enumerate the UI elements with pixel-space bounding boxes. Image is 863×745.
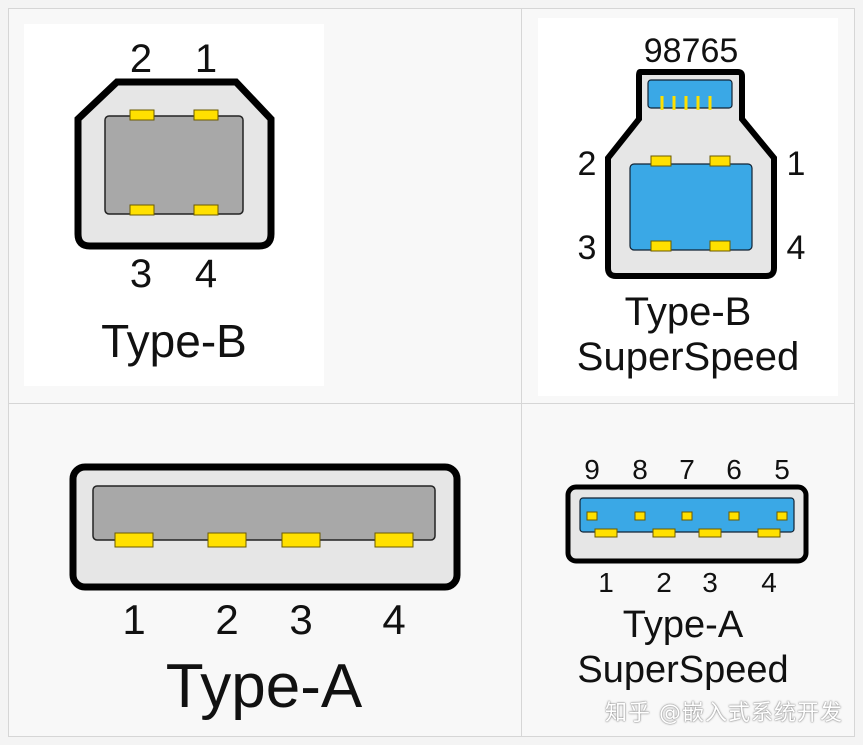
type-a-superspeed-panel: 9 8 7 6 5 1 2 3 4 Type-A SuperSpeed: [522, 404, 854, 736]
type-a-pin-label: 4: [382, 596, 405, 643]
pin-2-contact: [650, 155, 672, 167]
type-b-pin-label: 2: [130, 37, 152, 81]
type-a-panel: 1 2 3 4 Type-A: [9, 404, 521, 736]
type-a-ss-usb2-contacts: [594, 528, 781, 538]
type-b-ss-pin-label: 3: [578, 229, 597, 267]
pin-4-contact: [709, 240, 731, 252]
type-a-ss-superspeed-contacts: [586, 511, 788, 521]
type-b-ss-pin-label: 1: [787, 145, 806, 183]
pin-2-contact: [129, 109, 155, 121]
type-a-ss-pin-label: 8: [632, 454, 648, 485]
pin-1-contact: [193, 109, 219, 121]
watermark: 知乎 @嵌入式系统开发: [605, 701, 843, 726]
type-b-pin-label: 4: [195, 252, 217, 296]
type-a-ss-title-line1: Type-A: [623, 604, 744, 646]
type-a-pin-label: 3: [289, 596, 312, 643]
type-a-ss-title-line2: SuperSpeed: [577, 649, 788, 691]
type-a-ss-pin-label: 6: [726, 454, 742, 485]
type-a-title: Type-A: [166, 652, 363, 721]
type-b-ss-lower-insert: [629, 163, 753, 251]
type-a-pin-label: 1: [122, 596, 145, 643]
type-a-ss-pin-label: 5: [774, 454, 790, 485]
type-b-superspeed-panel: 98765 2 3 1 4 Type-B SuperSpeed: [538, 18, 838, 396]
pin-3-contact: [129, 204, 155, 216]
type-a-ss-pin-label: 9: [584, 454, 600, 485]
pin-3-contact: [650, 240, 672, 252]
pin-3-contact: [281, 532, 321, 548]
type-b-ss-pin-label: 2: [578, 145, 597, 183]
type-b-ss-title-line2: SuperSpeed: [577, 335, 799, 379]
type-a-diagram: 1 2 3 4 Type-A: [69, 463, 461, 721]
type-b-pin-label: 1: [195, 37, 217, 81]
type-b-panel: 2 1 3 4 Type-B: [24, 24, 324, 386]
type-b-ss-pin-label: 4: [787, 229, 806, 267]
pin-4-contact: [193, 204, 219, 216]
type-a-ss-pin-label: 4: [761, 567, 777, 598]
type-b-pin-label: 3: [130, 252, 152, 296]
type-b-title: Type-B: [101, 315, 247, 367]
type-a-pin-label: 2: [215, 596, 238, 643]
type-b-superspeed-diagram: 98765 2 3 1 4 Type-B SuperSpeed: [577, 32, 806, 379]
type-b-ss-top-pin-labels: 98765: [644, 32, 739, 70]
pin-2-contact: [207, 532, 247, 548]
type-a-ss-pin-label: 3: [702, 567, 718, 598]
pin-1-contact: [114, 532, 154, 548]
type-b-ss-upper-pins: [660, 96, 712, 110]
pin-1-contact: [709, 155, 731, 167]
type-b-insert: [104, 115, 244, 215]
type-b-ss-title-line1: Type-B: [625, 290, 752, 334]
type-a-ss-pin-label: 7: [679, 454, 695, 485]
pin-4-contact: [374, 532, 414, 548]
type-a-insert: [92, 485, 436, 541]
type-a-ss-pin-label: 1: [598, 567, 614, 598]
type-a-ss-pin-label: 2: [656, 567, 672, 598]
type-b-diagram: 2 1 3 4 Type-B: [74, 37, 275, 367]
type-a-superspeed-diagram: 9 8 7 6 5 1 2 3 4 Type-A SuperSpeed: [565, 454, 809, 691]
